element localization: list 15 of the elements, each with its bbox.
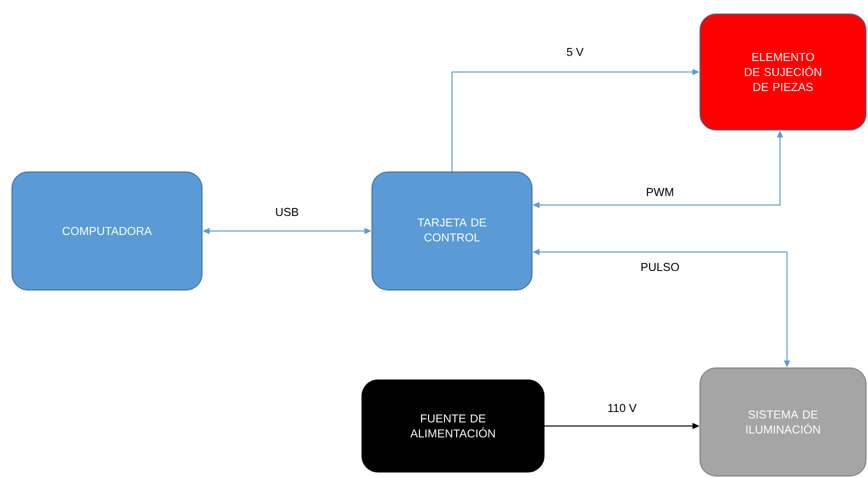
node-label: ELEMENTO DE SUJECIÓN DE PIEZAS [744, 52, 822, 92]
process-box [12, 172, 202, 290]
node-label: FUENTE DE ALIMENTACIÓN [410, 414, 495, 438]
edge-label: 110 V [608, 404, 637, 412]
process-box [362, 380, 544, 472]
process-box [372, 172, 532, 290]
edge-label: 5 V [566, 48, 584, 56]
node-label: SISTEMA DE ILUMINACIÓN [746, 410, 820, 434]
node-label: TARJETA DE CONTROL [418, 218, 486, 242]
node-label: COMPUTADORA [62, 226, 152, 236]
process-box [700, 14, 866, 130]
edge-label: PULSO [641, 262, 679, 272]
process-box [700, 368, 866, 476]
edge-label: PWM [646, 188, 674, 196]
edge-label: USB [276, 208, 298, 216]
